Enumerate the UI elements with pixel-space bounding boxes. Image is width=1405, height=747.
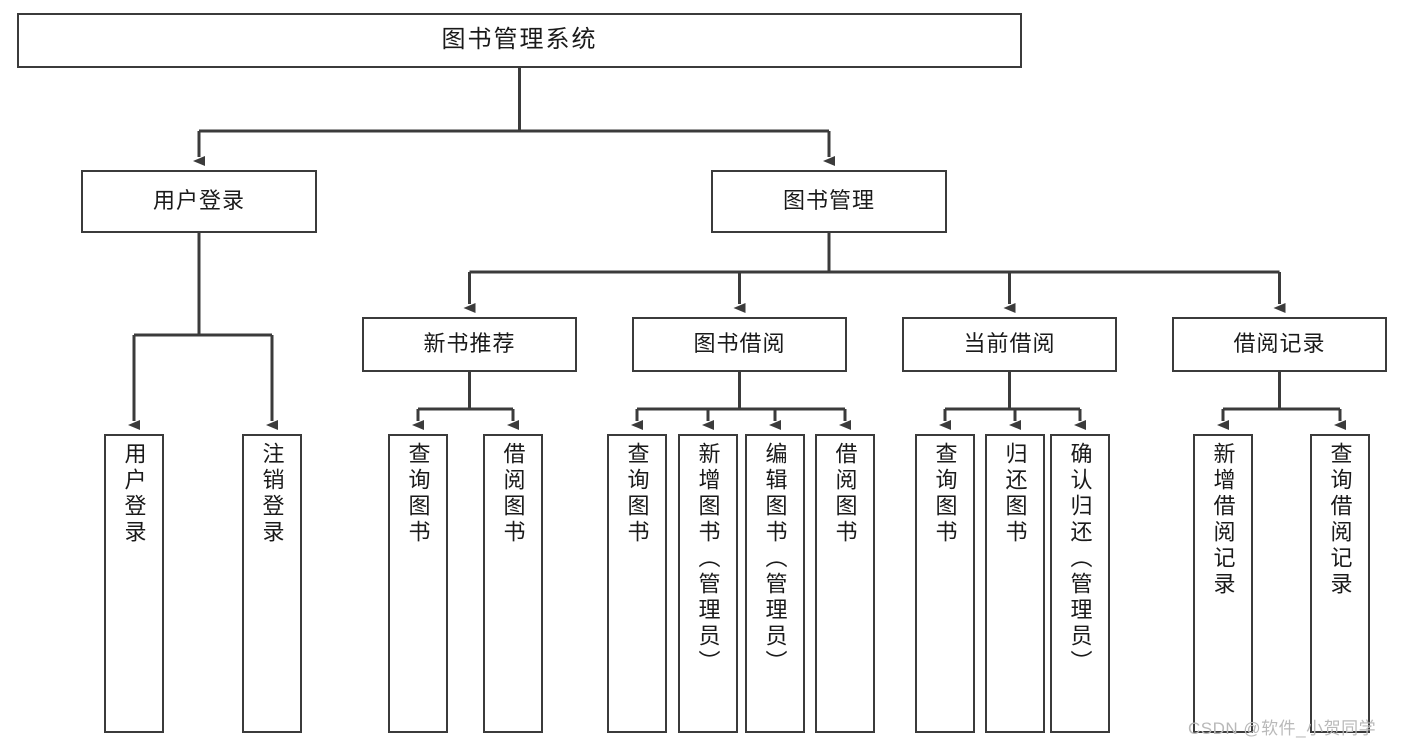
node-user-login-module[interactable]: 用户登录 — [81, 170, 317, 233]
node-leaf-logout[interactable]: 注销登录 — [242, 434, 302, 733]
node-leaf-query-borrow-record[interactable]: 查询借阅记录 — [1310, 434, 1370, 733]
node-label: 注销登录 — [259, 442, 285, 546]
node-borrow-record[interactable]: 借阅记录 — [1172, 317, 1387, 372]
node-leaf-user-login[interactable]: 用户登录 — [104, 434, 164, 733]
node-label: 新增借阅记录 — [1210, 442, 1236, 598]
watermark: CSDN @软件_小贺同学 — [1188, 719, 1377, 738]
node-leaf-add-book-admin[interactable]: 新增图书（管理员） — [678, 434, 738, 733]
node-label: 借阅图书 — [832, 442, 858, 546]
node-label: 图书管理 — [782, 188, 875, 214]
node-leaf-edit-book-admin[interactable]: 编辑图书（管理员） — [745, 434, 805, 733]
node-leaf-query-book-rec[interactable]: 查询图书 — [388, 434, 448, 733]
node-label: 查询图书 — [405, 442, 431, 546]
node-label: 编辑图书（管理员） — [762, 442, 788, 676]
node-label: 当前借阅 — [963, 331, 1056, 357]
node-label: 借阅记录 — [1233, 331, 1326, 357]
node-label: 查询图书 — [932, 442, 958, 546]
node-leaf-borrow-book-rec[interactable]: 借阅图书 — [483, 434, 543, 733]
node-leaf-return-book[interactable]: 归还图书 — [985, 434, 1045, 733]
node-label: 确认归还（管理员） — [1067, 442, 1093, 676]
node-label: 用户登录 — [152, 188, 245, 214]
node-label: 归还图书 — [1002, 442, 1028, 546]
node-label: 借阅图书 — [500, 442, 526, 546]
node-label: 图书管理系统 — [441, 26, 598, 54]
node-leaf-query-book-borrow[interactable]: 查询图书 — [607, 434, 667, 733]
node-root[interactable]: 图书管理系统 — [17, 13, 1022, 68]
node-new-book-recommend[interactable]: 新书推荐 — [362, 317, 577, 372]
node-current-borrow[interactable]: 当前借阅 — [902, 317, 1117, 372]
node-label: 查询借阅记录 — [1327, 442, 1353, 598]
node-label: 用户登录 — [121, 442, 147, 546]
node-label: 新书推荐 — [423, 331, 516, 357]
node-leaf-add-borrow-record[interactable]: 新增借阅记录 — [1193, 434, 1253, 733]
node-label: 新增图书（管理员） — [695, 442, 721, 676]
node-leaf-confirm-return-admin[interactable]: 确认归还（管理员） — [1050, 434, 1110, 733]
node-label: 图书借阅 — [693, 331, 786, 357]
node-leaf-query-book-current[interactable]: 查询图书 — [915, 434, 975, 733]
node-label: 查询图书 — [624, 442, 650, 546]
node-book-management-module[interactable]: 图书管理 — [711, 170, 947, 233]
node-book-borrow[interactable]: 图书借阅 — [632, 317, 847, 372]
node-leaf-borrow-book[interactable]: 借阅图书 — [815, 434, 875, 733]
